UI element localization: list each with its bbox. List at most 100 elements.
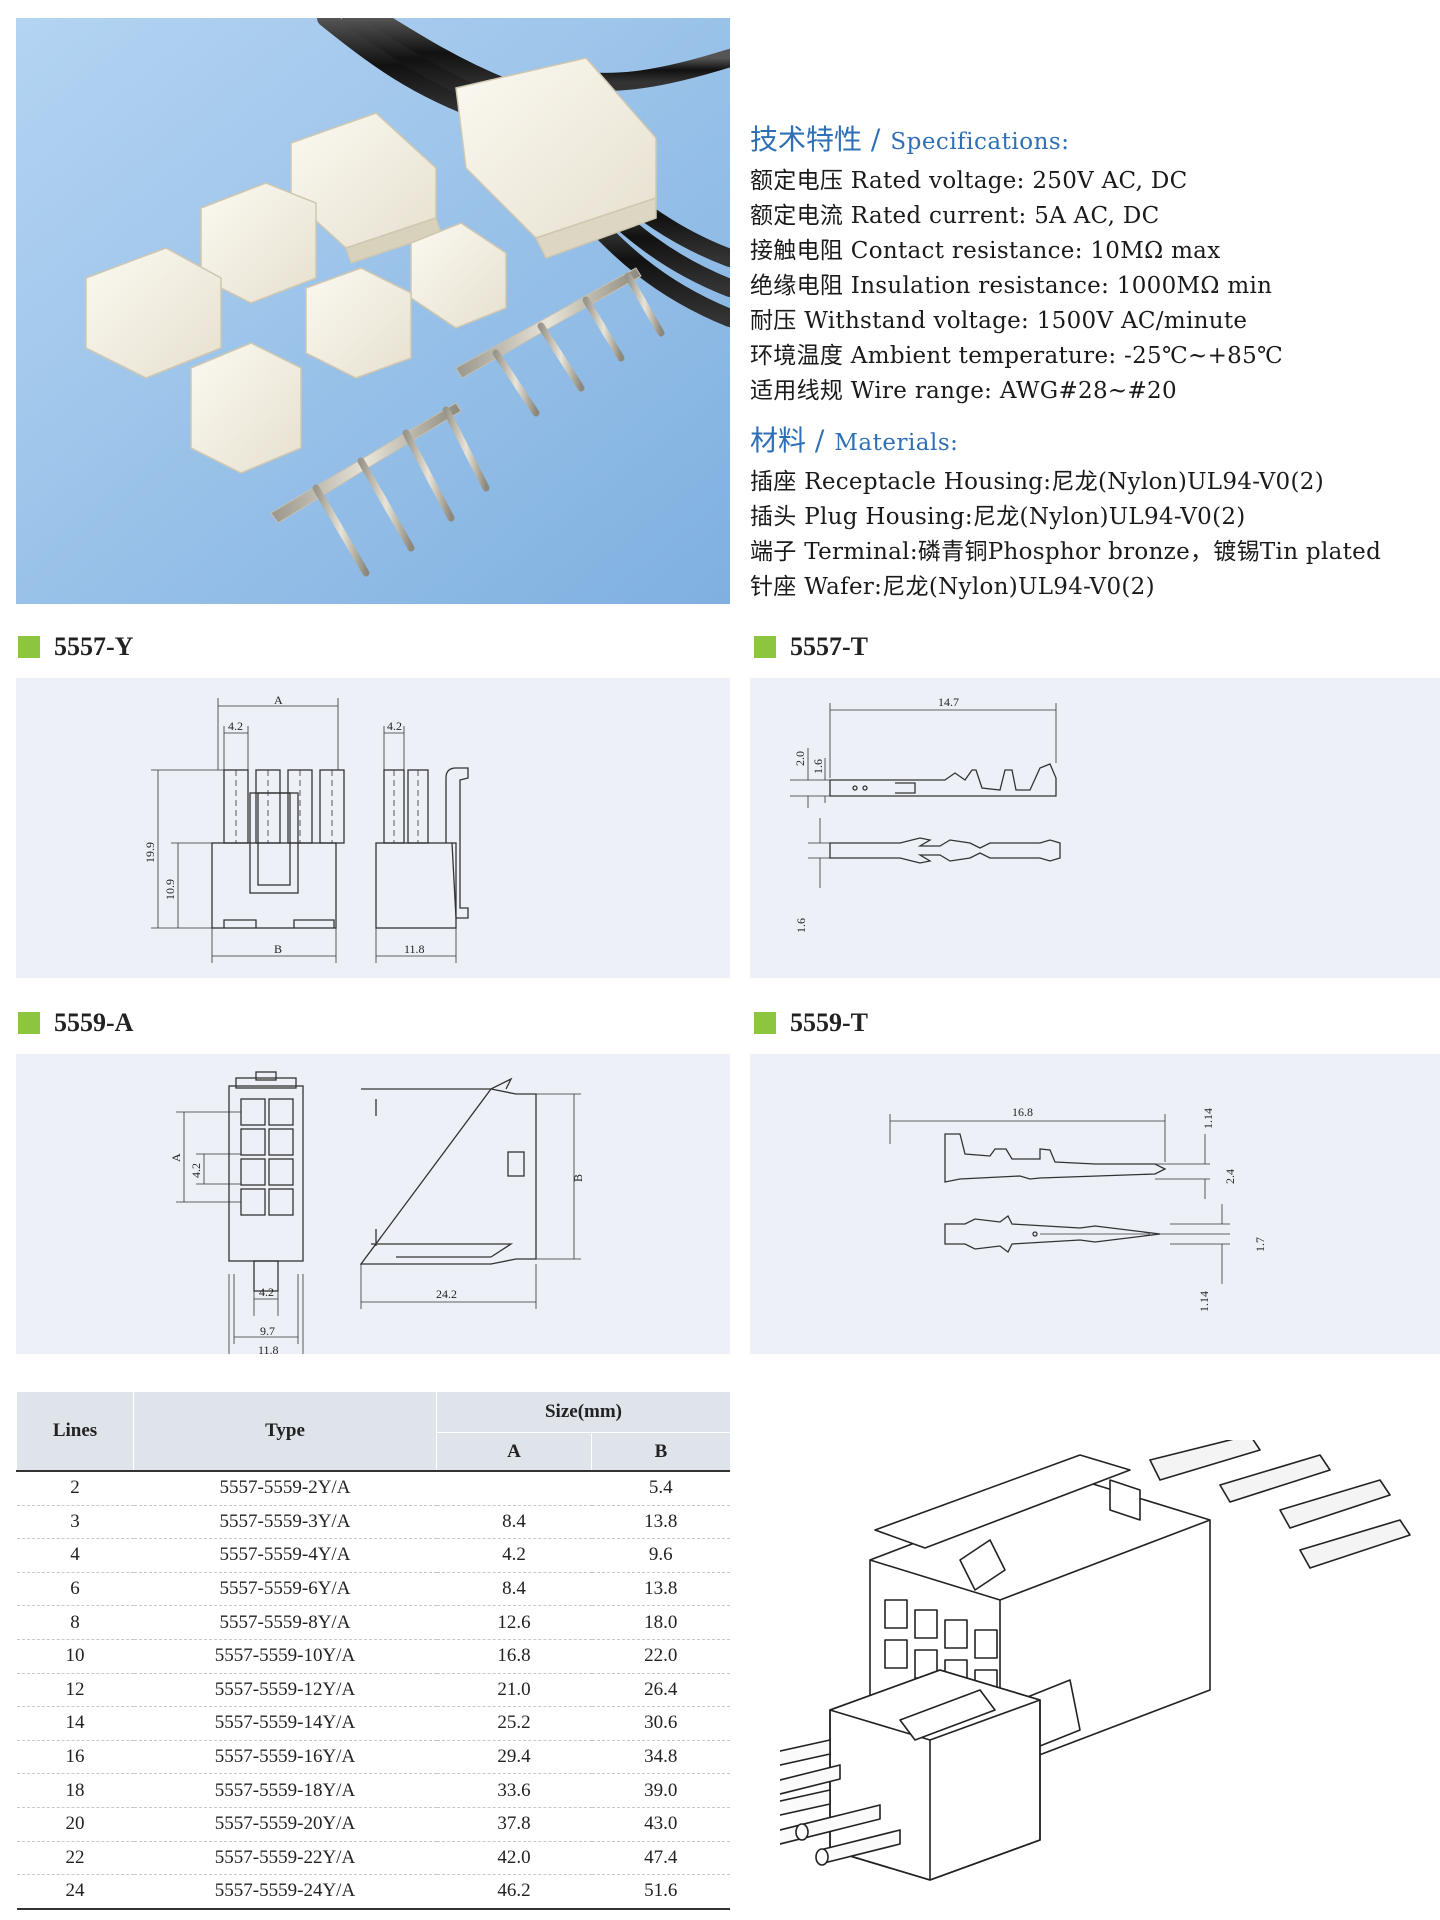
dim-a-label: A [274,693,283,707]
connector-isometric-illustration [735,1434,1420,1910]
specifications-heading-en: Specifications: [890,129,1070,155]
material-row: 针座 Wafer:尼龙(Nylon)UL94-V0(2) [750,570,1430,605]
section-title-text: 5559-T [790,1008,868,1037]
dim-pitch-label: 4.2 [228,719,243,733]
spec-value: 5A AC, DC [1034,203,1160,229]
cell-a: 33.6 [436,1773,592,1808]
drawing-5557t: 14.7 2.0 1.6 1.6 [750,678,1440,978]
cell-lines: 4 [16,1538,134,1573]
cell-a: 25.2 [436,1706,592,1741]
cell-a: 21.0 [436,1673,592,1708]
material-value: 磷青铜Phosphor bronze，镀锡Tin plated [917,539,1382,565]
cell-b: 22.0 [591,1639,730,1674]
cell-b: 51.6 [591,1874,730,1910]
receptacle-front-view [176,1071,304,1354]
material-value: 尼龙(Nylon)UL94-V0(2) [882,574,1155,600]
bullet-square-icon [18,636,40,658]
dim-b-label: B [571,1174,585,1182]
dim-h1-label: 2.4 [1223,1169,1237,1184]
spec-row: 耐压 Withstand voltage: 1500V AC/minute [750,304,1430,339]
receptacle-side-view [359,1077,581,1309]
cell-lines: 16 [16,1740,134,1775]
dim-h2-label: 1.6 [811,759,825,774]
dim-t2-label: 1.14 [1197,1291,1211,1312]
cell-lines: 18 [16,1773,134,1808]
cell-a: 8.4 [436,1572,592,1607]
cell-type: 5557-5559-4Y/A [133,1538,437,1573]
dim-h2-label: 1.7 [1253,1237,1267,1252]
spec-value: 10MΩ max [1090,238,1221,264]
material-label: 插头 Plug Housing: [750,504,973,530]
materials-heading-en: Materials: [834,430,959,456]
spec-value: AWG#28~#20 [999,378,1177,404]
cell-a: 42.0 [436,1841,592,1876]
spec-label: 额定电压 Rated voltage: [750,168,1025,194]
cell-a: 29.4 [436,1740,592,1775]
cell-b: 13.8 [591,1572,730,1607]
cell-lines: 20 [16,1807,134,1842]
spec-row: 适用线规 Wire range: AWG#28~#20 [750,374,1430,409]
dim-height2-label: 10.9 [163,879,177,900]
dim-b-label: B [274,942,282,956]
material-label: 针座 Wafer: [750,574,883,600]
cell-a [436,1471,592,1506]
specifications-block: 技术特性 / Specifications: 额定电压 Rated voltag… [750,118,1430,605]
spec-label: 环境温度 Ambient temperature: [750,343,1117,369]
materials-heading-cn: 材料 / [750,424,825,457]
section-title-text: 5557-Y [54,632,134,661]
cell-b: 39.0 [591,1773,730,1808]
cell-b: 43.0 [591,1807,730,1842]
cell-lines: 14 [16,1706,134,1741]
cell-b: 47.4 [591,1841,730,1876]
cell-a: 46.2 [436,1874,592,1910]
header-side-view [375,726,469,963]
spec-row: 额定电压 Rated voltage: 250V AC, DC [750,164,1430,199]
cell-a: 8.4 [436,1505,592,1540]
cell-lines: 2 [16,1471,134,1506]
specifications-heading-cn: 技术特性 / [750,123,881,156]
dim-pitch2-label: 4.2 [387,719,402,733]
specifications-heading: 技术特性 / Specifications: [750,118,1430,158]
spec-row: 额定电流 Rated current: 5A AC, DC [750,199,1430,234]
spec-label: 绝缘电阻 Insulation resistance: [750,273,1110,299]
dim-height1-label: 19.9 [143,842,157,863]
header-size: Size(mm) [436,1392,730,1433]
dim-length-label: 14.7 [938,695,959,709]
bullet-square-icon [18,1012,40,1034]
dim-pitch-label: 4.2 [189,1163,203,1178]
terminal-side-view [808,818,1061,888]
cell-type: 5557-5559-24Y/A [133,1874,437,1910]
material-value: 尼龙(Nylon)UL94-V0(2) [972,504,1246,530]
material-row: 端子 Terminal:磷青铜Phosphor bronze，镀锡Tin pla… [750,535,1430,570]
cell-lines: 12 [16,1673,134,1708]
cell-lines: 10 [16,1639,134,1674]
product-photo [16,9,739,604]
terminal-side-view [944,1204,1230,1284]
cell-type: 5557-5559-18Y/A [133,1773,437,1808]
cell-type: 5557-5559-8Y/A [133,1605,437,1640]
spec-label: 接触电阻 Contact resistance: [750,238,1083,264]
section-title-5557y: 5557-Y [18,632,133,662]
drawing-5557y: A 4.2 B 19.9 10.9 4.2 11.8 [16,678,730,978]
dim-h3-label: 1.6 [794,918,808,933]
drawing-5559a: A 4.2 4.2 9.7 11.8 B 24.2 [16,1054,730,1354]
cell-a: 37.8 [436,1807,592,1842]
materials-block: 材料 / Materials: 插座 Receptacle Housing:尼龙… [750,419,1430,605]
cell-type: 5557-5559-12Y/A [133,1673,437,1708]
dim-h1-label: 2.0 [793,751,807,766]
material-label: 端子 Terminal: [750,539,918,565]
cell-type: 5557-5559-14Y/A [133,1706,437,1741]
cell-b: 26.4 [591,1673,730,1708]
dim-width-label: 11.8 [404,942,425,956]
header-front-view [151,698,345,963]
dim-a-label: A [169,1153,183,1162]
